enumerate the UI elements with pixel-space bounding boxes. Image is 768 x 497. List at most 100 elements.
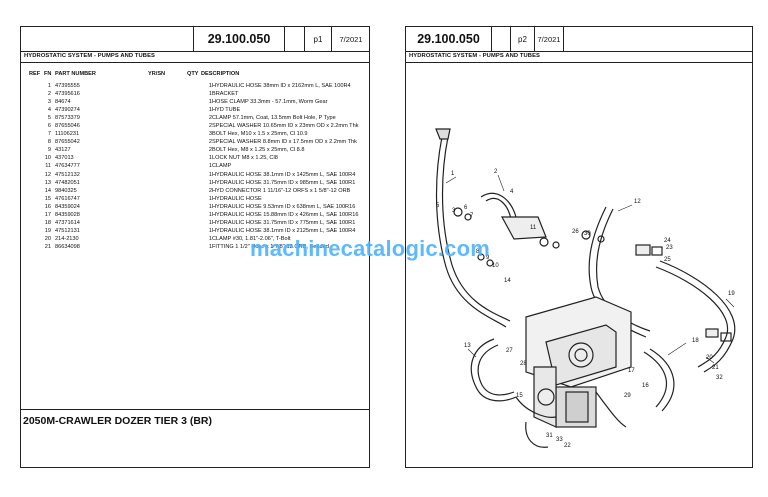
description-cell: HYDRAULIC HOSE 31.75mm ID x 985mm L, SAE… (212, 179, 356, 186)
yrsn-cell (167, 227, 206, 235)
callout-3: 3 (452, 208, 456, 214)
description-cell: SPECIAL WASHER 10.65mm ID x 23mm OD x 2.… (212, 123, 359, 130)
yrsn-cell (167, 203, 206, 211)
yrsn-cell (167, 138, 206, 146)
callout-10: 10 (492, 263, 499, 269)
yrsn-cell (167, 235, 206, 243)
ref-cell: 11 (45, 163, 51, 170)
catalog-part-number: 29.100.050 (417, 32, 480, 46)
callout-32: 32 (716, 375, 723, 381)
callout-12: 12 (634, 199, 641, 205)
part-number-cell: 84359024 (55, 203, 80, 210)
section-title: HYDROSTATIC SYSTEM - PUMPS AND TUBES (409, 53, 541, 59)
page-header: 29.100.050 p2 7/2021 (406, 27, 752, 52)
ref-cell: 18 (44, 219, 51, 226)
callout-9: 9 (486, 255, 490, 261)
callout-7: 7 (470, 213, 474, 219)
qty-cell: 1 (208, 195, 212, 202)
callout-6: 6 (464, 205, 468, 211)
part-number-cell: 437013 (55, 155, 74, 162)
qty-cell: 1 (208, 107, 212, 114)
callout-20: 20 (706, 355, 713, 361)
description-cell: HYD TUBE (212, 107, 241, 114)
callout-2: 2 (494, 169, 498, 175)
yrsn-cell (167, 98, 206, 106)
ref-cell: 21 (44, 243, 51, 250)
callout-13: 13 (464, 343, 471, 349)
section-title: HYDROSTATIC SYSTEM - PUMPS AND TUBES (24, 53, 156, 59)
col-header-yrsn: YR/SN (148, 71, 166, 77)
description-cell: BRACKET (212, 91, 239, 98)
yrsn-cell (167, 154, 206, 162)
date-cell: 7/2021 (331, 27, 370, 51)
qty-cell: 2 (208, 123, 212, 130)
part-number-cell: 47616747 (55, 195, 80, 202)
yrsn-cell (167, 90, 206, 98)
ref-cell: 8 (47, 139, 51, 146)
part-number-cell: 84674 (55, 99, 71, 106)
callout-4: 4 (510, 189, 514, 195)
callout-33: 33 (556, 437, 563, 443)
part-number-cell: 47634777 (55, 163, 80, 170)
col-header-ref: REF (29, 71, 41, 77)
yrsn-cell (167, 195, 206, 203)
qty-cell: 1 (208, 211, 212, 218)
part-number-cell: 47512131 (55, 227, 80, 234)
part-number-cell: 87573379 (55, 115, 80, 122)
yrsn-cell (167, 146, 206, 154)
col-header-part-number: PART NUMBER (55, 71, 96, 77)
ref-cell: 7 (47, 131, 51, 138)
callout-23: 23 (666, 245, 673, 251)
part-number-cell: 86634098 (55, 243, 80, 250)
ref-cell: 4 (47, 107, 51, 114)
description-cell: HYD CONNECTOR 1 11/16"-12 ORFS x 1 5/8"-… (212, 187, 351, 194)
description-cell: HYDRAULIC HOSE 15.88mm ID x 426mm L, SAE… (212, 211, 359, 218)
description-cell: HYDRAULIC HOSE 38.1mm ID x 2125mm L, SAE… (212, 227, 356, 234)
revision-date: 7/2021 (339, 34, 363, 44)
part-number-cell: 47482051 (55, 179, 80, 186)
machine-model-title: 2050M-CRAWLER DOZER TIER 3 (BR) (23, 415, 213, 427)
ref-cell: 20 (44, 235, 51, 242)
qty-cell: 1 (208, 179, 212, 186)
col-header-description: DESCRIPTION (201, 71, 240, 77)
ref-cell: 10 (44, 155, 51, 162)
description-cell: CLAMP 57.1mm, Coat, 13.5mm Bolt Hole, P … (212, 115, 336, 122)
part-number-cell: 87655046 (55, 123, 80, 130)
part-number-cell: 29.100.050 (406, 27, 491, 51)
ref-cell: 15 (44, 195, 51, 202)
callout-5: 5 (436, 203, 440, 209)
part-number-cell: 47395555 (55, 83, 80, 89)
yrsn-cell (167, 106, 206, 114)
yrsn-cell (167, 82, 206, 90)
description-cell: HYDRAULIC HOSE (212, 195, 262, 202)
qty-cell: 3 (208, 131, 212, 138)
ref-cell: 14 (44, 187, 51, 194)
callout-18: 18 (692, 338, 699, 344)
description-cell: SPECIAL WASHER 8.8mm ID x 17.5mm OD x 2.… (212, 139, 357, 146)
description-cell: FITTING 1 1/2" Hose x 1 7/8"-12 ORB, Bea… (212, 243, 329, 250)
part-number-cell: 214-2130 (55, 235, 79, 242)
part-number-cell: 29.100.050 (193, 27, 284, 51)
callout-15: 15 (516, 393, 523, 399)
watermark-text: machinecatalogic.com (250, 236, 490, 261)
callout-17: 17 (628, 368, 635, 374)
qty-cell: 1 (208, 227, 212, 234)
callout-26: 26 (572, 229, 579, 235)
qty-cell: 1 (208, 83, 212, 89)
description-cell: HYDRAULIC HOSE 31.75mm ID x 775mm L, SAE… (212, 219, 356, 226)
ref-cell: 3 (47, 99, 51, 106)
qty-cell: 1 (208, 243, 212, 250)
callout-16: 16 (642, 383, 649, 389)
callout-11: 11 (530, 225, 537, 231)
description-cell: BOLT Hex, M10 x 1.5 x 25mm, Cl 10.9 (212, 131, 308, 138)
description-cell: CLAMP #30, 1.81"-2.06", T-Bolt (212, 235, 291, 242)
exploded-parts-diagram: 1 2 3 4 5 6 7 8 9 10 11 12 13 14 15 16 1… (434, 128, 735, 449)
